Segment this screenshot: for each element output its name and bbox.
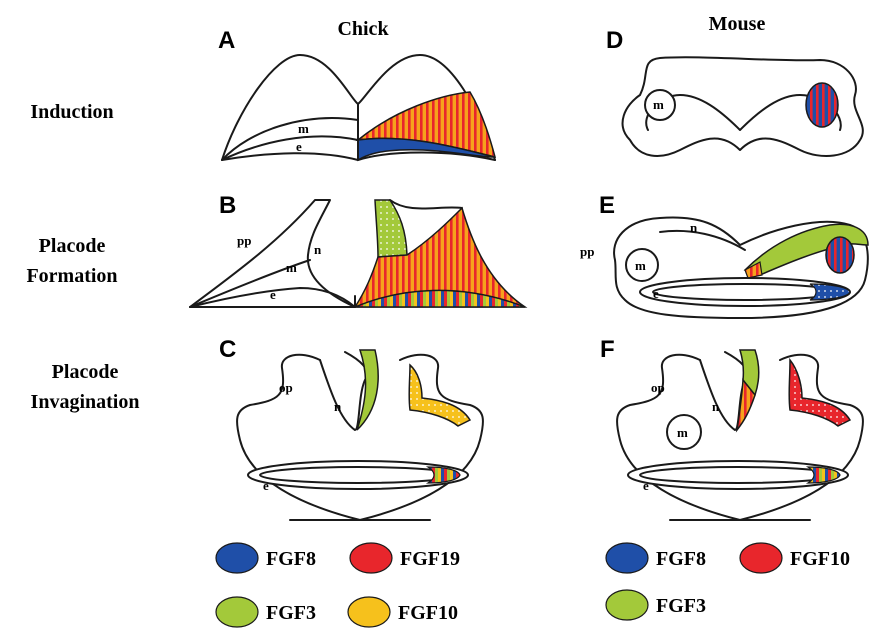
legend-label-chick-fgf10: FGF10	[398, 602, 458, 624]
legend-label-mouse-fgf8: FGF8	[656, 548, 706, 570]
legend-mouse: FGF8 FGF10 FGF3	[606, 543, 850, 620]
panel-f-mouse-invagination: op m n e	[617, 350, 863, 520]
panel-b-chick-formation: pp m n e	[190, 200, 525, 307]
panel-d-mouse-induction: m	[623, 57, 863, 156]
legend-label-chick-fgf3: FGF3	[266, 602, 316, 624]
tissue-label-m-e: m	[635, 258, 646, 273]
panel-a-chick-induction: m e	[222, 55, 495, 160]
tissue-label-m-a: m	[298, 121, 309, 136]
legend-swatch-chick-fgf10	[348, 597, 390, 627]
legend-label-chick-fgf8: FGF8	[266, 548, 316, 570]
legend-swatch-chick-fgf8	[216, 543, 258, 573]
legend-label-mouse-fgf10: FGF10	[790, 548, 850, 570]
row-header-invagination-2: Invagination	[31, 391, 140, 413]
tissue-label-e-f: e	[643, 478, 649, 493]
row-header-formation-2: Formation	[26, 265, 117, 287]
tissue-label-e-a: e	[296, 139, 302, 154]
tissue-label-n-b: n	[314, 242, 322, 257]
column-header-mouse: Mouse	[709, 13, 766, 35]
legend-label-chick-fgf19: FGF19	[400, 548, 460, 570]
tissue-label-op-f: op	[651, 380, 665, 395]
tissue-label-m-d: m	[653, 97, 664, 112]
legend-swatch-chick-fgf19	[350, 543, 392, 573]
row-header-invagination-1: Placode	[52, 361, 119, 383]
panel-label-b: B	[219, 192, 236, 219]
legend-label-mouse-fgf3: FGF3	[656, 595, 706, 617]
tissue-label-m-f: m	[677, 425, 688, 440]
panel-label-a: A	[218, 27, 235, 54]
legend-swatch-mouse-fgf10	[740, 543, 782, 573]
legend-swatch-mouse-fgf3	[606, 590, 648, 620]
panel-label-e: E	[599, 192, 615, 219]
tissue-label-pp-b: pp	[237, 233, 251, 248]
tissue-label-n-e: n	[690, 220, 698, 235]
panel-label-d: D	[606, 27, 623, 54]
tissue-label-n-f: n	[712, 399, 720, 414]
column-header-chick: Chick	[337, 18, 389, 40]
legend-chick: FGF8 FGF19 FGF3 FGF10	[216, 543, 460, 627]
tissue-label-e-c: e	[263, 478, 269, 493]
row-header-formation-1: Placode	[39, 235, 106, 257]
tissue-label-e-e: e	[653, 286, 659, 301]
legend-swatch-mouse-fgf8	[606, 543, 648, 573]
tissue-label-pp-e: pp	[580, 244, 594, 259]
panel-label-f: F	[600, 336, 615, 363]
row-header-induction: Induction	[30, 101, 113, 123]
panel-c-chick-invagination: op n e	[237, 350, 483, 520]
legend-swatch-chick-fgf3	[216, 597, 258, 627]
panel-label-c: C	[219, 336, 236, 363]
panel-e-mouse-formation: pp m n e	[580, 217, 868, 318]
tissue-label-op-c: op	[279, 380, 293, 395]
tissue-label-e-b: e	[270, 287, 276, 302]
tissue-label-n-c: n	[334, 399, 342, 414]
tissue-label-m-b: m	[286, 260, 297, 275]
